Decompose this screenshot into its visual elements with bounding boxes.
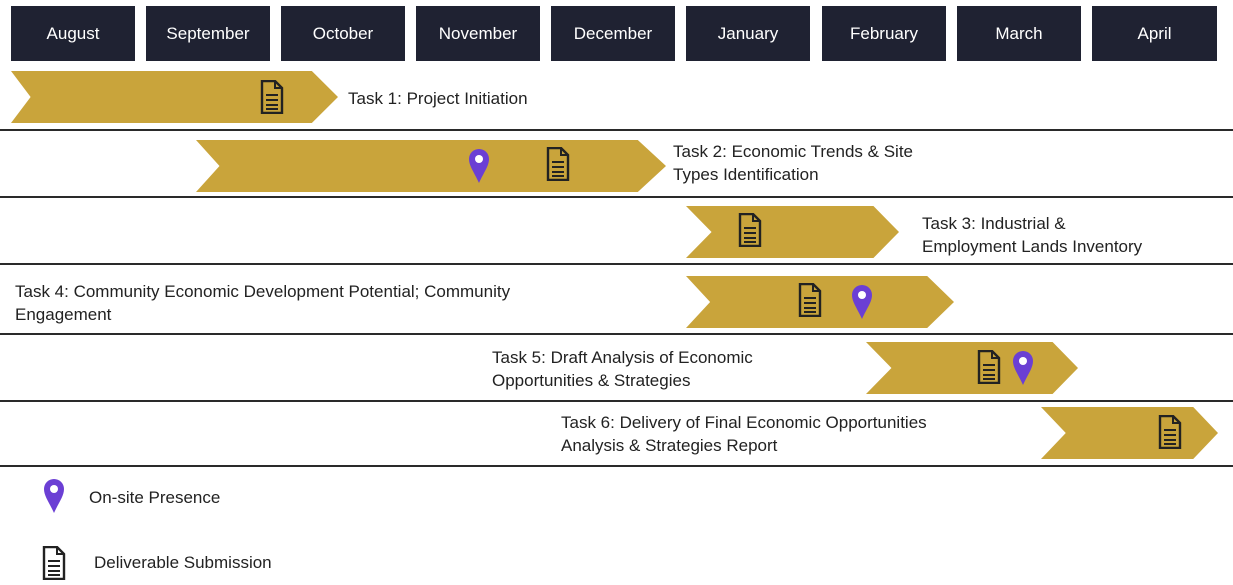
location-pin-icon bbox=[851, 284, 873, 325]
document-icon bbox=[546, 146, 570, 186]
month-april: April bbox=[1092, 6, 1217, 61]
task-1-label: Task 1: Project Initiation bbox=[348, 89, 528, 108]
row-divider bbox=[0, 263, 1233, 265]
document-icon bbox=[977, 349, 1001, 389]
task-1-bar bbox=[11, 71, 338, 123]
task-3-bar bbox=[686, 206, 899, 258]
row-divider bbox=[0, 196, 1233, 198]
document-icon bbox=[260, 79, 284, 119]
document-icon bbox=[738, 212, 762, 252]
location-pin-icon bbox=[43, 478, 65, 519]
row-divider bbox=[0, 400, 1233, 402]
row-divider bbox=[0, 465, 1233, 467]
row-divider bbox=[0, 129, 1233, 131]
task-5-label: Task 5: Draft Analysis of Economic Oppor… bbox=[492, 348, 753, 390]
month-january: January bbox=[686, 6, 810, 61]
document-icon bbox=[42, 545, 66, 585]
task-2-bar bbox=[196, 140, 666, 192]
task-6-label: Task 6: Delivery of Final Economic Oppor… bbox=[561, 413, 927, 455]
document-icon bbox=[798, 282, 822, 322]
legend-onsite-label: On-site Presence bbox=[89, 488, 221, 507]
month-september: September bbox=[146, 6, 270, 61]
location-pin-icon bbox=[468, 148, 490, 189]
task-2-label: Task 2: Economic Trends & Site Types Ide… bbox=[673, 142, 913, 184]
task-4-label: Task 4: Community Economic Development P… bbox=[15, 282, 511, 324]
month-february: February bbox=[822, 6, 946, 61]
task-6-bar bbox=[1041, 407, 1218, 459]
month-december: December bbox=[551, 6, 675, 61]
task-5-bar bbox=[866, 342, 1078, 394]
task-3-label: Task 3: Industrial & Employment Lands In… bbox=[922, 214, 1143, 256]
legend-deliverable-label: Deliverable Submission bbox=[94, 553, 272, 572]
month-october: October bbox=[281, 6, 405, 61]
location-pin-icon bbox=[1012, 350, 1034, 391]
document-icon bbox=[1158, 414, 1182, 454]
month-november: November bbox=[416, 6, 540, 61]
month-august: August bbox=[11, 6, 135, 61]
row-divider bbox=[0, 333, 1233, 335]
month-march: March bbox=[957, 6, 1081, 61]
